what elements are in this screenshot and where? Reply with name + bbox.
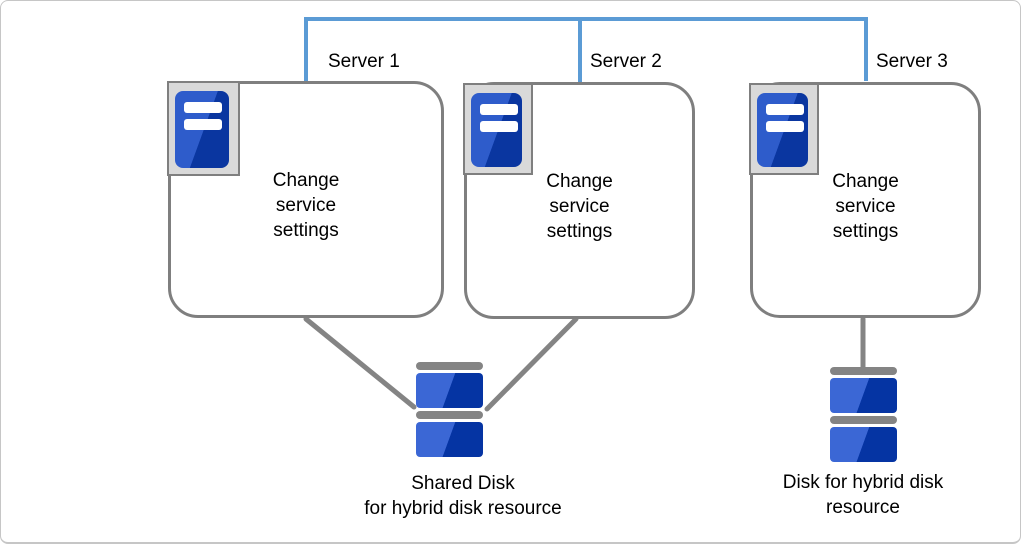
server3-action-text: Change service settings	[832, 171, 899, 242]
connector-server1-shared-disk	[303, 316, 417, 410]
disk-cap-bar	[416, 362, 483, 370]
server1-action-text: Change service settings	[272, 170, 340, 241]
hybrid-disk-label-line2: resource	[826, 497, 900, 518]
disk-platter	[830, 427, 897, 462]
disk-cap-bar	[830, 367, 897, 375]
server2-label: Server 2	[590, 51, 662, 72]
server3-tower-icon	[749, 83, 819, 175]
shared-disk-label-line1: Shared Disk	[411, 473, 515, 494]
disk-mid-bar	[416, 411, 483, 419]
tower-slot	[766, 121, 804, 132]
server1-tower-icon	[167, 81, 240, 176]
shared-disk-label: Shared Disk for hybrid disk resource	[313, 471, 613, 521]
disk-mid-bar	[830, 416, 897, 424]
hybrid-disk-icon	[830, 367, 897, 462]
tower-slot	[184, 102, 222, 113]
tower-slot	[480, 121, 518, 132]
server2-action-text: Change service settings	[546, 171, 613, 242]
disk-platter	[416, 422, 483, 457]
server1-label: Server 1	[328, 51, 400, 72]
connector-server2-shared-disk	[484, 316, 579, 412]
network-interconnect-line	[304, 17, 868, 82]
hybrid-disk-label: Disk for hybrid disk resource	[713, 470, 1013, 520]
hybrid-disk-label-line1: Disk for hybrid disk	[782, 472, 944, 493]
server-tower-shape	[757, 93, 808, 167]
disk-platter	[830, 378, 897, 413]
shared-disk-label-line2: for hybrid disk resource	[364, 498, 562, 519]
shared-disk-icon	[416, 362, 483, 457]
server-tower-shape	[471, 93, 522, 167]
tower-slot	[480, 104, 518, 115]
disk-platter	[416, 373, 483, 408]
server2-tower-icon	[463, 83, 533, 175]
server3-label: Server 3	[876, 51, 948, 72]
server-tower-shape	[175, 91, 229, 168]
tower-slot	[184, 119, 222, 130]
tower-slot	[766, 104, 804, 115]
